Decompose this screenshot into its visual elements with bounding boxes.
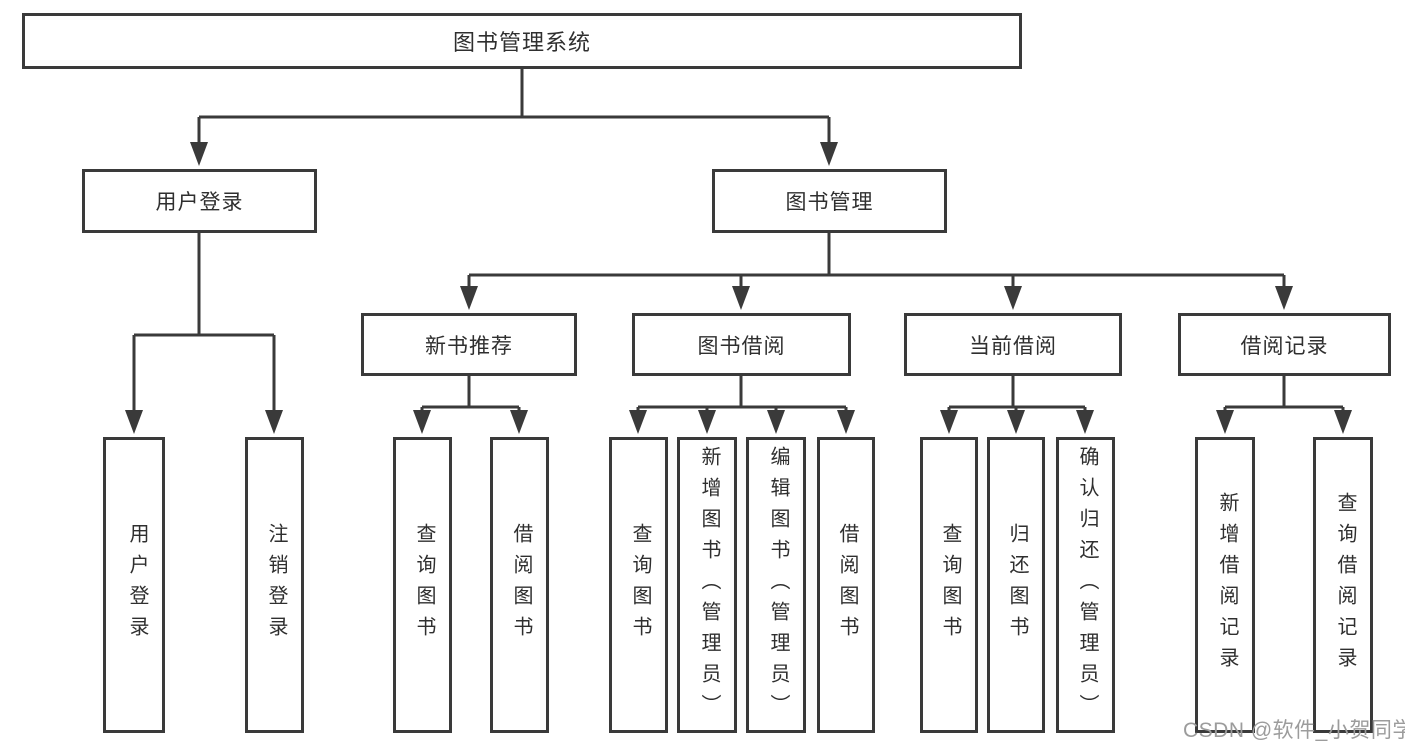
leaf-query-books-current: 查询图书 (920, 437, 978, 733)
node-borrowing-records: 借阅记录 (1178, 313, 1391, 376)
connector-user-login-branch (125, 233, 283, 434)
node-root-library-system: 图书管理系统 (22, 13, 1022, 69)
leaf-user-login: 用户登录 (103, 437, 165, 733)
connector-current-borrowing-branch (940, 376, 1094, 434)
leaf-borrow-books: 借阅图书 (817, 437, 875, 733)
leaf-return-books: 归还图书 (987, 437, 1045, 733)
leaf-query-books-recommend: 查询图书 (393, 437, 452, 733)
node-current-borrowing: 当前借阅 (904, 313, 1122, 376)
connector-new-book-recommend-branch (413, 376, 528, 434)
leaf-logout: 注销登录 (245, 437, 304, 733)
leaf-edit-books-admin: 编辑图书（管理员） (746, 437, 806, 733)
connector-borrowing-records-branch (1216, 376, 1352, 434)
leaf-confirm-return-admin: 确认归还（管理员） (1056, 437, 1115, 733)
node-book-borrowing: 图书借阅 (632, 313, 851, 376)
node-user-login: 用户登录 (82, 169, 317, 233)
leaf-add-borrow-record: 新增借阅记录 (1195, 437, 1255, 733)
connector-book-management-branch (460, 233, 1293, 310)
connector-root-branch (190, 69, 838, 166)
leaf-add-books-admin: 新增图书（管理员） (677, 437, 737, 733)
connector-book-borrowing-branch (629, 376, 855, 434)
node-new-book-recommend: 新书推荐 (361, 313, 577, 376)
node-book-management: 图书管理 (712, 169, 947, 233)
leaf-query-borrow-record: 查询借阅记录 (1313, 437, 1373, 733)
csdn-watermark: CSDN @软件_小贺同学 (1183, 719, 1405, 742)
leaf-borrow-books-recommend: 借阅图书 (490, 437, 549, 733)
leaf-query-books-borrowing: 查询图书 (609, 437, 668, 733)
